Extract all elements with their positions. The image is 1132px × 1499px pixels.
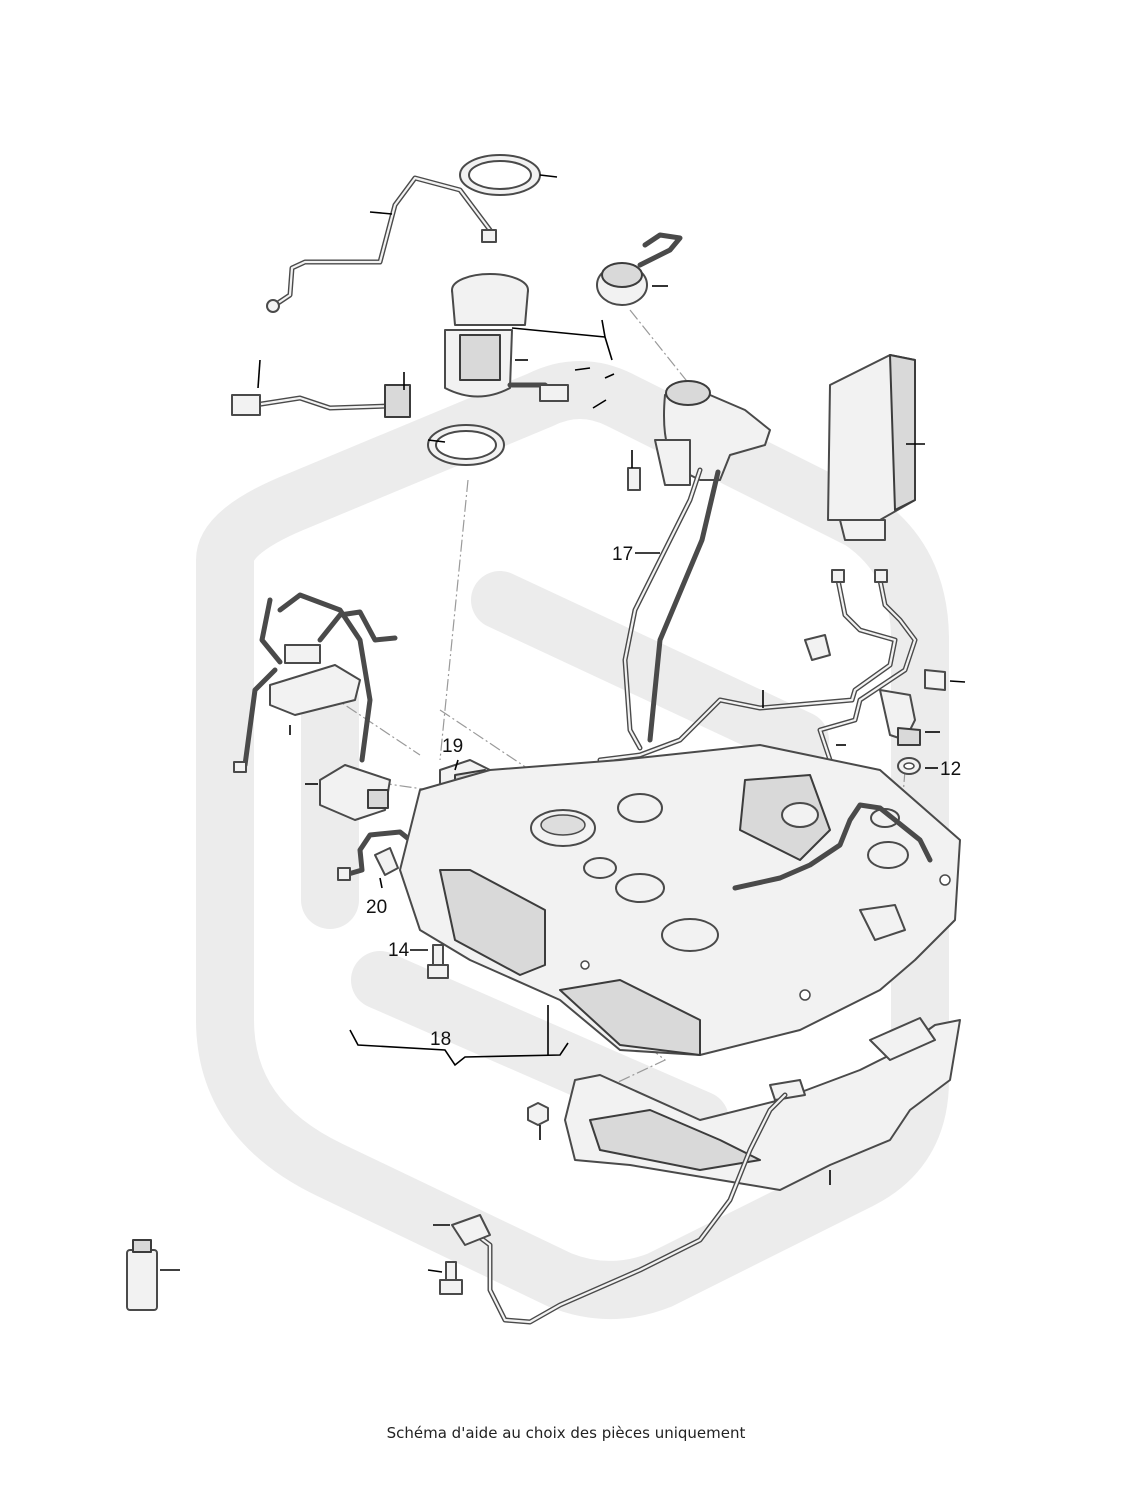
callout-12: 12 xyxy=(940,759,961,780)
fuel-tank xyxy=(399,744,961,1056)
callout-14: 14 xyxy=(388,940,410,961)
lock-ring-top xyxy=(459,154,541,196)
strap-bolt xyxy=(439,1261,463,1295)
callout-17: 17 xyxy=(612,544,633,565)
callout-20: 20 xyxy=(366,897,387,918)
bolt-14 xyxy=(427,944,449,979)
fuel-feed-line xyxy=(266,175,497,313)
fuel-pump-control-unit xyxy=(319,764,391,821)
filler-cap xyxy=(596,232,683,306)
fuel-pump-module xyxy=(444,273,569,402)
sealant-canister xyxy=(126,1239,158,1311)
heat-shield xyxy=(564,1017,961,1191)
level-sensor-harness xyxy=(233,592,398,773)
grommet-12 xyxy=(897,757,921,775)
tensioning-strap xyxy=(451,1092,788,1325)
retaining-clip xyxy=(804,634,946,691)
seal-ring xyxy=(427,424,505,466)
wiring-harness xyxy=(231,384,411,418)
connector-20 xyxy=(337,829,413,881)
footer-caption: Schéma d'aide au choix des pièces unique… xyxy=(386,1424,746,1442)
leader-lines xyxy=(160,174,966,1273)
filler-neck xyxy=(622,380,771,751)
carbon-canister xyxy=(827,354,916,541)
callout-18: 18 xyxy=(430,1029,451,1050)
valve-bracket xyxy=(879,689,921,746)
vent-lines xyxy=(597,569,918,803)
callout-19: 19 xyxy=(442,736,463,757)
nut xyxy=(527,1102,549,1126)
